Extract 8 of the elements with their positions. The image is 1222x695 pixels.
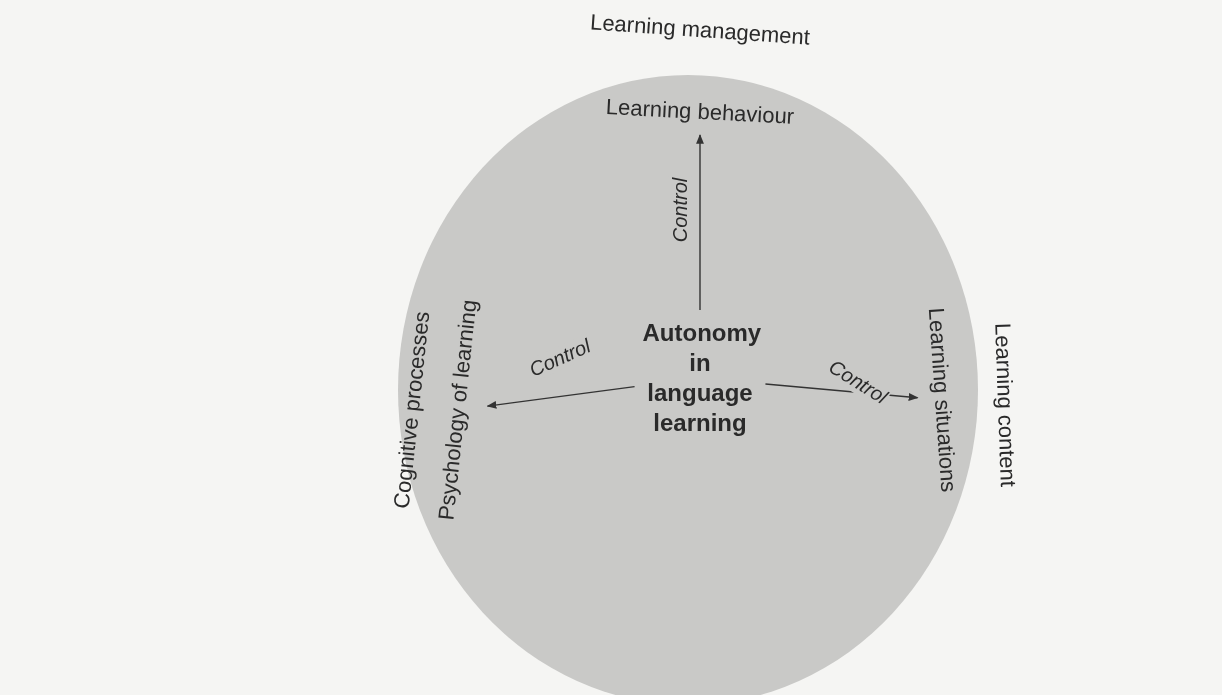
arrow (486, 385, 636, 409)
category-label: Cognitive processes (388, 310, 436, 510)
category-label: Psychology of learning (434, 298, 482, 522)
category-label: Learning situations (923, 307, 961, 493)
arrow (696, 134, 704, 311)
category-label: Learning management (589, 9, 811, 51)
category-label: Learning content (989, 322, 1021, 488)
category-label: Learning behaviour (605, 95, 795, 129)
